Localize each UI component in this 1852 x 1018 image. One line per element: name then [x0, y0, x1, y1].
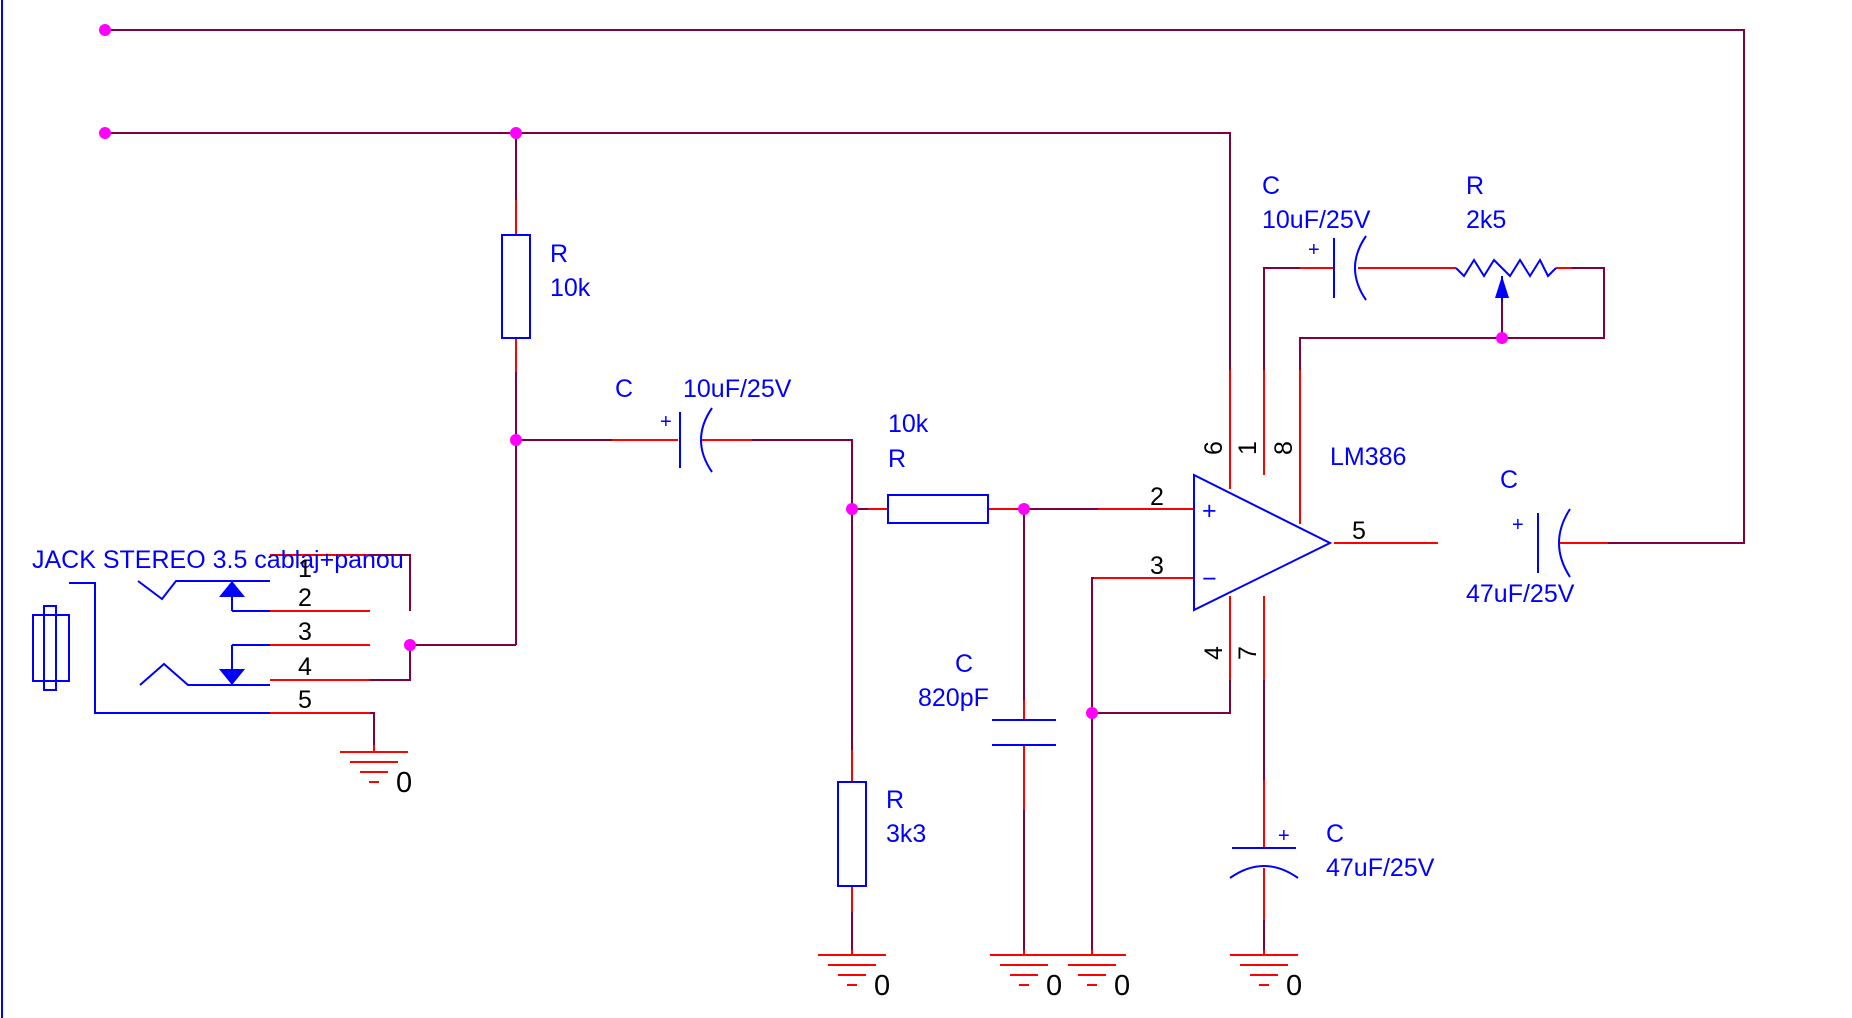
stereo-jack	[32, 580, 270, 714]
ic-pin-5: 5	[1352, 517, 1366, 545]
c3-value: 10uF/25V	[1262, 206, 1371, 234]
opamp-lm386	[1193, 473, 1333, 612]
opamp-plus: +	[1202, 497, 1217, 525]
ground-label: 0	[874, 970, 890, 1002]
capacitor-c5	[1229, 847, 1299, 879]
capacitor-c2	[992, 719, 1056, 746]
junction-dot	[510, 127, 522, 139]
c5-value: 47uF/25V	[1326, 854, 1435, 882]
junction-dot	[404, 639, 416, 651]
jack-pin-4: 4	[298, 653, 312, 681]
jack-contact-arrow-1	[219, 581, 245, 597]
resistor-r1	[501, 234, 531, 339]
c5-plus: +	[1278, 825, 1290, 847]
junction-dot	[99, 24, 111, 36]
c4-ref: C	[1500, 466, 1518, 494]
junction-dot	[510, 434, 522, 446]
opamp-minus: −	[1202, 565, 1217, 593]
ic-pin-8: 8	[1270, 441, 1298, 455]
junction-dot	[1018, 503, 1030, 515]
junction-dot	[1086, 707, 1098, 719]
ic-pin-2: 2	[1150, 483, 1164, 511]
r2-ref: R	[888, 445, 906, 473]
c4-plus: +	[1512, 514, 1524, 536]
pot-value: 2k5	[1466, 206, 1506, 234]
c1-value: 10uF/25V	[683, 375, 792, 403]
c5-ref: C	[1326, 820, 1344, 848]
ic-pin-7: 7	[1234, 646, 1262, 660]
c3-plus: +	[1308, 239, 1320, 261]
junction-dot	[99, 127, 111, 139]
ground-symbols	[340, 751, 1298, 986]
ic-pin-6: 6	[1200, 441, 1228, 455]
ic-pin-3: 3	[1150, 552, 1164, 580]
ground-label: 0	[1114, 970, 1130, 1002]
r1-value: 10k	[550, 274, 591, 302]
r1-ref: R	[550, 240, 568, 268]
junction-dot	[1496, 332, 1508, 344]
component-leads	[270, 200, 1608, 955]
wires	[105, 29, 1745, 950]
wiper-arrow	[1495, 276, 1509, 298]
resistor-r3	[837, 781, 867, 887]
capacitor-c1	[679, 407, 713, 473]
resistor-r2	[887, 494, 989, 524]
junction-dot	[846, 503, 858, 515]
jack-contact-arrow-2	[219, 669, 245, 685]
r3-value: 3k3	[886, 820, 926, 848]
c1-plus: +	[660, 411, 672, 433]
r2-value: 10k	[888, 410, 929, 438]
ground-label: 0	[1286, 970, 1302, 1002]
c4-value: 47uF/25V	[1466, 580, 1575, 608]
jack-name: JACK STEREO 3.5 cablaj+panou	[32, 546, 404, 574]
junctions	[99, 24, 1508, 719]
capacitor-c3	[1333, 235, 1367, 301]
c1-ref: C	[615, 375, 633, 403]
c2-ref: C	[955, 650, 973, 678]
c2-value: 820pF	[918, 684, 989, 712]
jack-pin-5: 5	[298, 686, 312, 714]
ground-label: 0	[396, 767, 412, 799]
jack-pin-2: 2	[298, 584, 312, 612]
ground-label: 0	[1046, 970, 1062, 1002]
jack-pin-1: 1	[298, 555, 312, 583]
capacitor-c4	[1537, 508, 1571, 578]
ic-pin-1: 1	[1234, 441, 1262, 455]
pot-ref: R	[1466, 172, 1484, 200]
ic-pin-4: 4	[1200, 646, 1228, 660]
ic-name: LM386	[1330, 443, 1406, 471]
c3-ref: C	[1262, 172, 1280, 200]
jack-pin-3: 3	[298, 618, 312, 646]
r3-ref: R	[886, 786, 904, 814]
